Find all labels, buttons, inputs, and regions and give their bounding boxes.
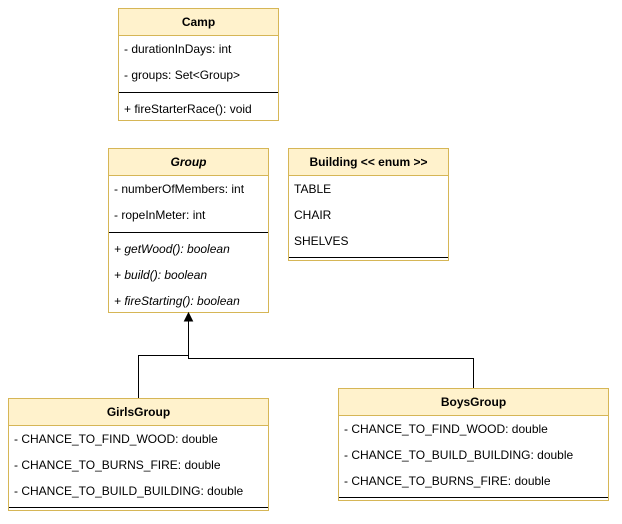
boysgroup-attribute-find-wood: - CHANCE_TO_FIND_WOOD: double — [344, 422, 548, 436]
girlsgroup-class[interactable]: GirlsGroup - CHANCE_TO_FIND_WOOD: double… — [8, 398, 269, 511]
girlsgroup-attribute-burns-fire: - CHANCE_TO_BURNS_FIRE: double — [14, 458, 221, 472]
group-method-firestarting: + fireStarting(): boolean — [114, 294, 240, 308]
camp-separator — [119, 92, 278, 93]
group-class[interactable]: Group - numberOfMembers: int - ropeInMet… — [108, 148, 269, 313]
camp-attribute-duration: - durationInDays: int — [124, 42, 232, 56]
group-attribute-members: - numberOfMembers: int — [114, 182, 245, 196]
group-class-name: Group — [109, 149, 268, 176]
group-method-getwood: + getWood(): boolean — [114, 242, 230, 256]
building-value-shelves: SHELVES — [294, 234, 349, 248]
group-separator — [109, 232, 268, 233]
building-separator — [289, 257, 448, 258]
building-enum[interactable]: Building << enum >> TABLE CHAIR SHELVES — [288, 148, 449, 261]
girlsgroup-class-name: GirlsGroup — [9, 399, 268, 426]
camp-method-firestarterrace: + fireStarterRace(): void — [124, 102, 252, 116]
camp-attribute-groups: - groups: Set<Group> — [124, 68, 241, 82]
boysgroup-separator — [339, 497, 608, 498]
boysgroup-class[interactable]: BoysGroup - CHANCE_TO_FIND_WOOD: double … — [338, 388, 609, 501]
boysgroup-attribute-build-building: - CHANCE_TO_BUILD_BUILDING: double — [344, 448, 574, 462]
building-value-table: TABLE — [294, 182, 332, 196]
boysgroup-class-name: BoysGroup — [339, 389, 608, 416]
boysgroup-inheritance-edge — [188, 320, 474, 388]
girlsgroup-attribute-build-building: - CHANCE_TO_BUILD_BUILDING: double — [14, 484, 244, 498]
camp-class[interactable]: Camp - durationInDays: int - groups: Set… — [118, 8, 279, 121]
group-attribute-rope: - ropeInMeter: int — [114, 208, 206, 222]
building-value-chair: CHAIR — [294, 208, 332, 222]
girlsgroup-separator — [9, 507, 268, 508]
girlsgroup-attribute-find-wood: - CHANCE_TO_FIND_WOOD: double — [14, 432, 218, 446]
camp-class-name: Camp — [119, 9, 278, 36]
girlsgroup-inheritance-edge — [138, 320, 189, 398]
boysgroup-attribute-burns-fire: - CHANCE_TO_BURNS_FIRE: double — [344, 474, 551, 488]
generalization-arrowhead — [183, 311, 194, 322]
building-enum-name: Building << enum >> — [289, 149, 448, 176]
group-method-build: + build(): boolean — [114, 268, 208, 282]
